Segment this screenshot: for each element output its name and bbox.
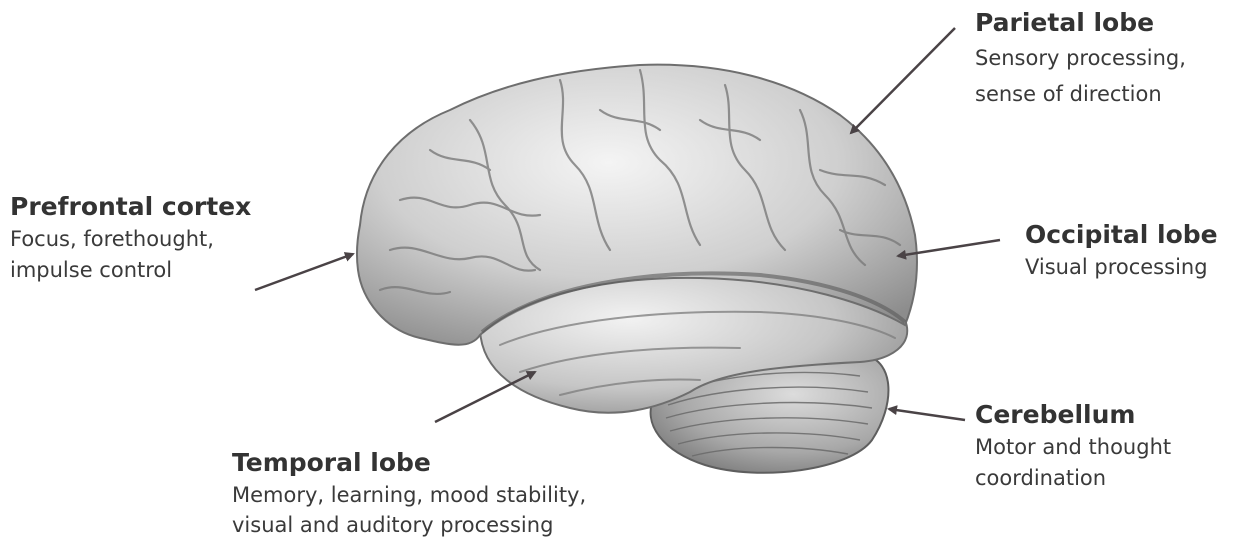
prefrontal-cortex-title: Prefrontal cortex <box>10 190 251 224</box>
temporal-arrow <box>435 372 535 422</box>
prefrontal-cortex-desc-line1: Focus, forethought, <box>10 224 251 255</box>
label-occipital-lobe: Occipital lobe Visual processing <box>1025 218 1218 283</box>
parietal-lobe-desc-line1: Sensory processing, <box>975 40 1186 76</box>
parietal-lobe-title: Parietal lobe <box>975 6 1186 40</box>
parietal-arrow <box>851 28 955 133</box>
label-cerebellum: Cerebellum Motor and thought coordinatio… <box>975 398 1171 494</box>
temporal-lobe-desc-line1: Memory, learning, mood stability, <box>232 480 586 510</box>
cerebellum-desc-line1: Motor and thought <box>975 432 1171 463</box>
label-prefrontal-cortex: Prefrontal cortex Focus, forethought, im… <box>10 190 251 286</box>
temporal-lobe-title: Temporal lobe <box>232 446 586 480</box>
prefrontal-cortex-desc-line2: impulse control <box>10 255 251 286</box>
cerebellum-arrow <box>889 409 965 420</box>
label-parietal-lobe: Parietal lobe Sensory processing, sense … <box>975 6 1186 112</box>
prefrontal-arrow <box>255 254 353 290</box>
cerebellum-desc-line2: coordination <box>975 463 1171 494</box>
cerebellum-title: Cerebellum <box>975 398 1171 432</box>
parietal-lobe-desc-line2: sense of direction <box>975 76 1186 112</box>
label-temporal-lobe: Temporal lobe Memory, learning, mood sta… <box>232 446 586 540</box>
occipital-lobe-desc-line1: Visual processing <box>1025 252 1218 283</box>
brain-illustration <box>357 65 917 473</box>
temporal-lobe-desc-line2: visual and auditory processing <box>232 510 586 540</box>
occipital-lobe-title: Occipital lobe <box>1025 218 1218 252</box>
